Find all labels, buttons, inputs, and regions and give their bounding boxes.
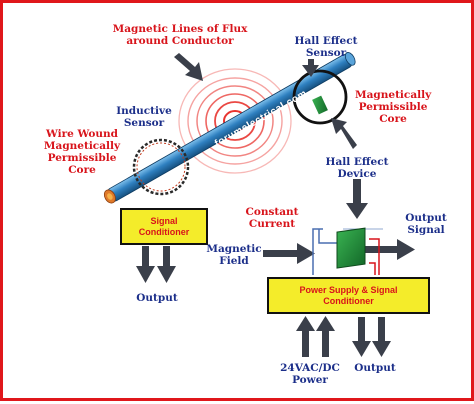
flux-rings <box>178 68 292 174</box>
hall-sensor-ring <box>292 69 348 125</box>
wire-wound-label-line-4: Core <box>68 164 96 176</box>
power-supply-box: Power Supply & Signal Conditioner <box>267 277 430 314</box>
constant-current-line-2: Current <box>248 218 296 230</box>
hall-device-label: Hall Effect Device <box>321 156 393 180</box>
wire-wound-label-line-3: Permissible <box>47 152 117 164</box>
flux-label-line-2: around Conductor <box>126 35 234 47</box>
power-supply-line-2: Conditioner <box>323 295 374 306</box>
inductive-sensor-label: Inductive Sensor <box>113 105 175 129</box>
output-signal-line-1: Output <box>405 212 447 224</box>
hall-device-schematic <box>312 227 383 275</box>
inductive-sensor-label-line-1: Inductive <box>116 105 172 117</box>
hall-sensor-label-line-2: Sensor <box>305 47 347 59</box>
flux-label-line-1: Magnetic Lines of Flux <box>112 23 248 35</box>
wire-wound-label-line-2: Magnetically <box>43 140 121 152</box>
signal-conditioner-line-1: Signal <box>150 215 178 226</box>
hall-device-label-line-1: Hall Effect <box>325 156 389 168</box>
wire-wound-label-line-1: Wire Wound <box>45 128 118 140</box>
conductor-wire <box>103 52 356 204</box>
constant-current-line-1: Constant <box>245 206 299 218</box>
hall-sensor-label-line-1: Hall Effect <box>294 35 358 47</box>
output-label-left: Output <box>136 292 178 304</box>
permissible-core-label: Magnetically Permissible Core <box>355 89 431 125</box>
hall-device-label-line-2: Device <box>337 168 377 180</box>
magnetic-field-line-1: Magnetic <box>206 243 262 255</box>
signal-conditioner-line-2: Conditioner <box>138 226 190 237</box>
output-signal-line-2: Signal <box>407 224 445 236</box>
flux-label: Magnetic Lines of Flux around Conductor <box>111 23 249 47</box>
inductive-sensor-label-line-2: Sensor <box>123 117 165 129</box>
core-label-line-3: Core <box>379 113 407 125</box>
inductive-sensor-ring <box>132 138 190 196</box>
power-input-line-2: Power <box>292 374 328 386</box>
magnetic-field-line-2: Field <box>219 255 249 267</box>
output-label-bottom: Output <box>354 362 396 374</box>
power-input-line-1: 24VAC/DC <box>280 362 340 374</box>
magnetic-field-label: Magnetic Field <box>205 243 263 267</box>
wire-wound-core-label: Wire Wound Magnetically Permissible Core <box>41 128 123 176</box>
core-label-line-2: Permissible <box>358 101 428 113</box>
power-input-label: 24VAC/DC Power <box>275 362 345 386</box>
pointer-arrows <box>136 53 415 357</box>
constant-current-label: Constant Current <box>239 206 305 230</box>
power-supply-line-1: Power Supply & Signal <box>299 284 398 295</box>
output-signal-label: Output Signal <box>399 212 453 236</box>
core-label-line-1: Magnetically <box>355 89 432 101</box>
hall-sensor-label: Hall Effect Sensor <box>289 35 363 59</box>
signal-conditioner-box: Signal Conditioner <box>120 208 208 245</box>
diagram-artwork <box>103 52 415 357</box>
